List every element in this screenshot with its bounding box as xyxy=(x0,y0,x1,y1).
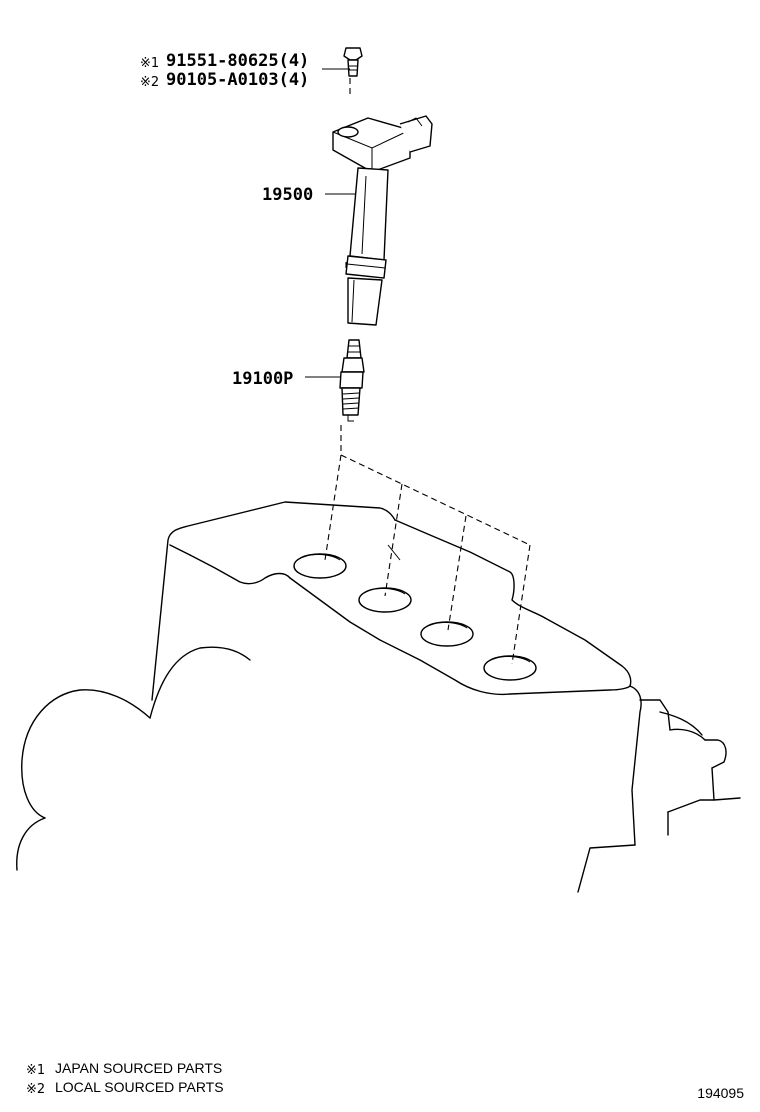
plug-part-number: 19100P xyxy=(232,369,293,389)
legend-mark-2: ※2 xyxy=(26,1082,45,1097)
ignition-coil xyxy=(332,115,433,326)
leader-lines xyxy=(305,68,355,378)
engine-block xyxy=(16,501,741,893)
plug-bores xyxy=(293,553,537,681)
bolt-part-number-1: 91551-80625(4) xyxy=(166,51,309,71)
install-guide-lines xyxy=(324,78,531,665)
diagram-id: 194095 xyxy=(697,1085,744,1101)
legend-text-2: LOCAL SOURCED PARTS xyxy=(55,1079,224,1095)
bolt-part-number-2: 90105-A0103(4) xyxy=(166,70,309,90)
coil-part-number: 19500 xyxy=(262,185,313,205)
bolt xyxy=(343,47,363,77)
spark-plug xyxy=(339,339,365,422)
legend-mark-1: ※1 xyxy=(26,1063,45,1078)
legend-text-1: JAPAN SOURCED PARTS xyxy=(55,1060,222,1076)
bolt-mark-1: ※1 xyxy=(140,56,159,71)
bolt-mark-2: ※2 xyxy=(140,75,159,90)
